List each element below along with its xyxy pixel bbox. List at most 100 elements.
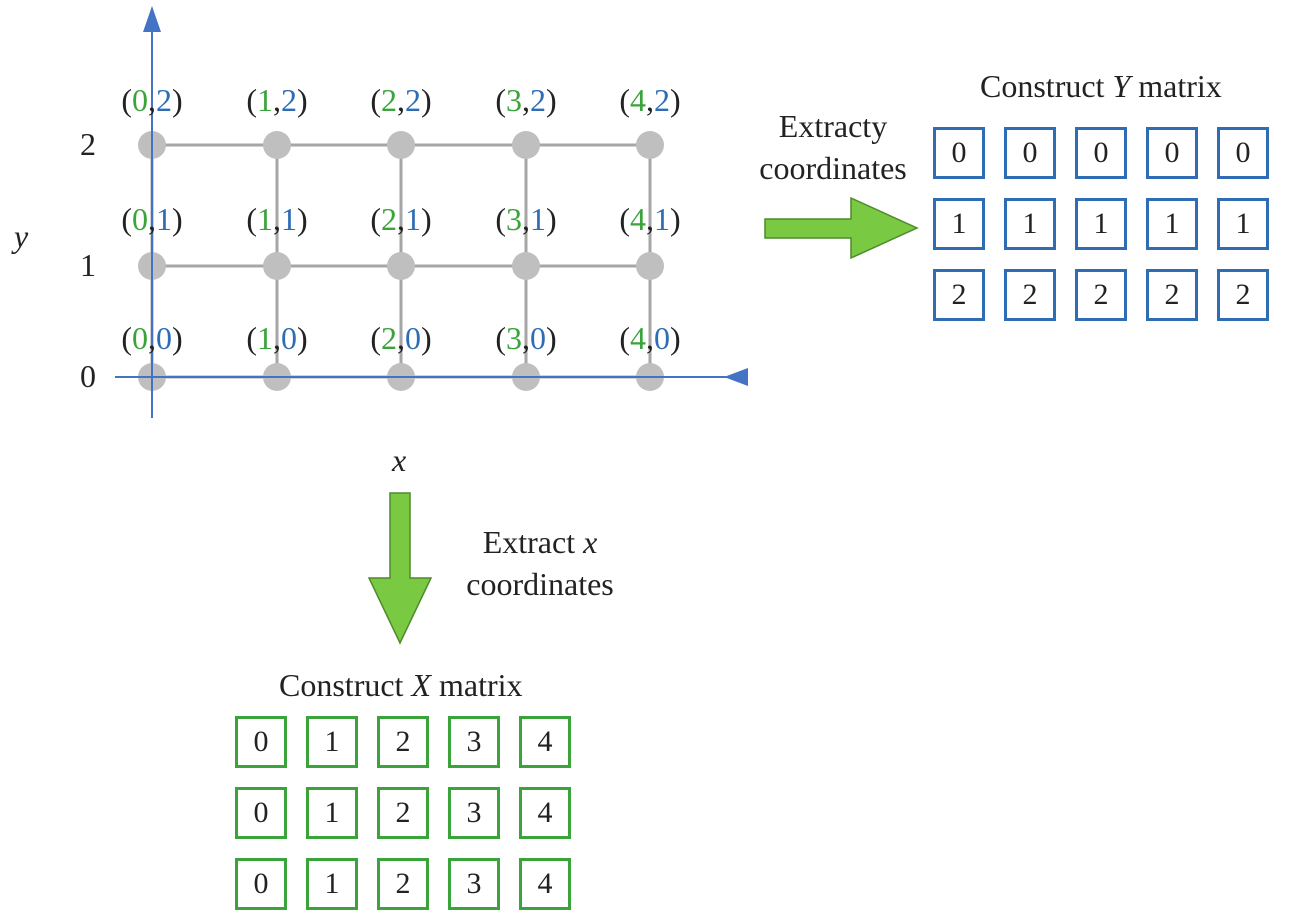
coordinate-y-value: 1 (281, 201, 297, 237)
coordinate-x-value: 0 (132, 201, 148, 237)
y-matrix-cell: 2 (933, 269, 985, 321)
y-extract-line2: coordinates (759, 149, 907, 186)
coordinate-x-value: 4 (630, 320, 646, 356)
coordinate-label: (4,0) (619, 320, 681, 356)
y-matrix-cell: 2 (1217, 269, 1269, 321)
y-matrix-cell: 1 (1146, 198, 1198, 250)
coordinate-x-value: 2 (381, 82, 397, 118)
x-extract-line1: Extract x (450, 522, 630, 564)
y-matrix-cell: 0 (1004, 127, 1056, 179)
y-matrix-cell: 1 (1217, 198, 1269, 250)
y-matrix-cell: 1 (933, 198, 985, 250)
y-extract-arrow (764, 196, 919, 260)
x-matrix-title-var: X (411, 667, 431, 703)
x-axis-arrowhead (724, 368, 748, 386)
grid-node (387, 131, 415, 159)
grid-node (263, 252, 291, 280)
y-matrix-title-var: Y (1112, 68, 1131, 104)
coordinate-y-value: 0 (281, 320, 297, 356)
y-matrix-cell: 2 (1146, 269, 1198, 321)
x-matrix-cell: 3 (448, 787, 500, 839)
coordinate-label: (3,1) (495, 201, 557, 237)
coordinate-y-value: 1 (530, 201, 546, 237)
coordinate-label: (4,1) (619, 201, 681, 237)
coordinate-y-value: 1 (405, 201, 421, 237)
y-matrix-cell: 1 (1004, 198, 1056, 250)
coordinate-y-value: 2 (530, 82, 546, 118)
coordinate-label: (1,1) (246, 201, 308, 237)
coordinate-x-value: 0 (132, 82, 148, 118)
coordinate-x-value: 4 (630, 82, 646, 118)
coordinate-label: (3,0) (495, 320, 557, 356)
x-axis-label: x (392, 442, 407, 478)
coordinate-y-value: 1 (654, 201, 670, 237)
coordinate-y-value: 2 (156, 82, 172, 118)
grid-node (387, 252, 415, 280)
x-matrix-cell: 4 (519, 787, 571, 839)
coordinate-label: (4,2) (619, 82, 681, 118)
x-extract-line2: coordinates (466, 565, 614, 602)
coordinate-x-value: 4 (630, 201, 646, 237)
x-matrix-cell: 3 (448, 716, 500, 768)
coordinate-y-value: 2 (281, 82, 297, 118)
coordinate-y-value: 0 (530, 320, 546, 356)
y-matrix-title-prefix: Construct (980, 68, 1113, 104)
y-matrix-cell: 0 (933, 127, 985, 179)
x-matrix-cell: 1 (306, 716, 358, 768)
coordinate-x-value: 1 (257, 320, 273, 356)
coordinate-label: (1,2) (246, 82, 308, 118)
grid-node (263, 131, 291, 159)
grid-node (636, 252, 664, 280)
x-matrix-title: Construct X matrix (279, 669, 523, 701)
x-matrix-cell: 3 (448, 858, 500, 910)
y-tick-label: 2 (80, 126, 96, 162)
y-extract-line1: Extracty (778, 108, 888, 144)
x-matrix-cell: 0 (235, 716, 287, 768)
coordinate-label: (2,2) (370, 82, 432, 118)
coordinate-label: (0,0) (121, 320, 183, 356)
y-matrix-cell: 2 (1075, 269, 1127, 321)
y-matrix-cell: 0 (1146, 127, 1198, 179)
x-matrix-title-prefix: Construct (279, 667, 412, 703)
x-matrix-cell: 2 (377, 858, 429, 910)
coordinate-x-value: 3 (506, 82, 522, 118)
coordinate-y-value: 0 (156, 320, 172, 356)
x-extract-prefix: Extract (482, 524, 584, 560)
coordinate-y-value: 2 (654, 82, 670, 118)
y-matrix-cell: 2 (1004, 269, 1056, 321)
x-matrix-cell: 2 (377, 716, 429, 768)
coordinate-x-value: 3 (506, 320, 522, 356)
coordinate-label: (1,0) (246, 320, 308, 356)
y-axis-arrowhead (143, 6, 161, 32)
x-extract-caption: Extract x coordinates (450, 522, 630, 605)
x-extract-arrow (367, 492, 433, 645)
coordinate-y-value: 1 (156, 201, 172, 237)
y-matrix-cell: 0 (1075, 127, 1127, 179)
coordinate-label: (0,1) (121, 201, 183, 237)
y-matrix-title-suffix: matrix (1130, 68, 1222, 104)
y-tick-label: 0 (80, 358, 96, 394)
coordinate-y-value: 0 (654, 320, 670, 356)
coordinate-label: (0,2) (121, 82, 183, 118)
coordinate-x-value: 2 (381, 320, 397, 356)
x-matrix-cell: 0 (235, 858, 287, 910)
y-tick-label: 1 (80, 247, 96, 283)
x-matrix-cell: 4 (519, 858, 571, 910)
x-matrix-cell: 2 (377, 787, 429, 839)
coordinate-label: (2,1) (370, 201, 432, 237)
x-matrix-cell: 1 (306, 858, 358, 910)
coordinate-x-value: 0 (132, 320, 148, 356)
x-extract-var: x (583, 524, 598, 560)
x-matrix-title-suffix: matrix (430, 667, 523, 703)
y-matrix-cell: 0 (1217, 127, 1269, 179)
coordinate-y-value: 0 (405, 320, 421, 356)
grid-node (636, 131, 664, 159)
x-matrix-cell: 0 (235, 787, 287, 839)
x-matrix-cell: 1 (306, 787, 358, 839)
grid-node (512, 131, 540, 159)
coordinate-x-value: 1 (257, 201, 273, 237)
y-axis-label: y (14, 218, 29, 254)
coordinate-label: (3,2) (495, 82, 557, 118)
